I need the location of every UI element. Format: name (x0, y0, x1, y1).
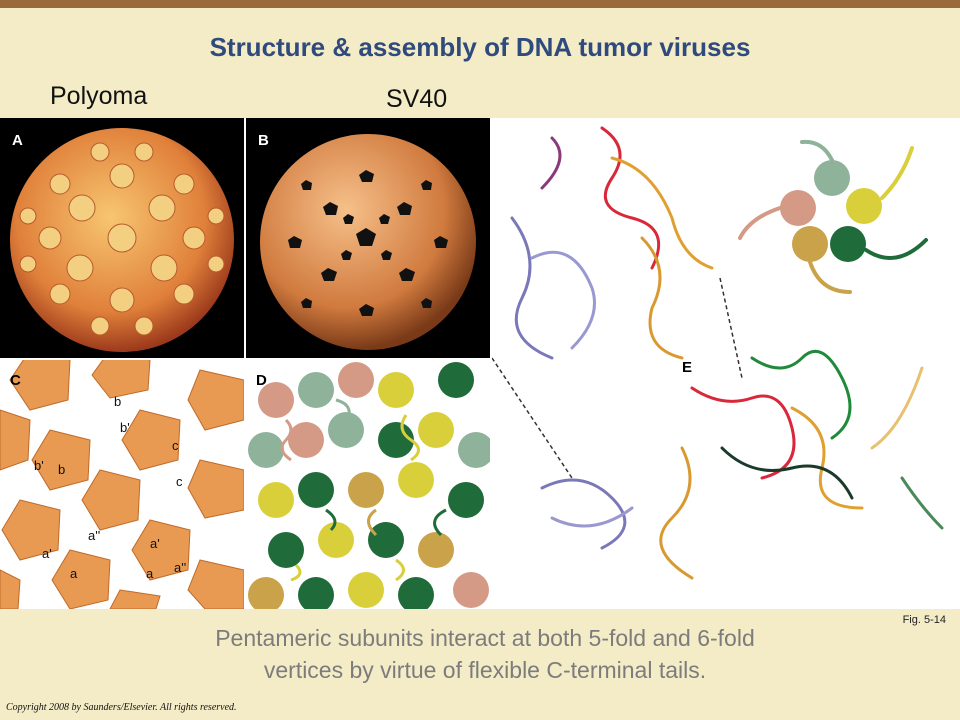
lattice-label: b' (120, 420, 130, 435)
lattice-label: a (70, 566, 78, 581)
pentamer-tail-icon (248, 362, 490, 609)
top-accent-bar (0, 0, 960, 8)
lattice-label: c (172, 438, 179, 453)
panel-d-letter: D (256, 372, 267, 389)
lattice-label: a' (150, 536, 160, 551)
sv40-label: SV40 (386, 85, 448, 113)
figure-reference: Fig. 5-14 (902, 614, 946, 626)
panel-e-letter: E (682, 359, 692, 376)
lattice-label: a'' (88, 528, 100, 543)
slide-caption: Pentameric subunits interact at both 5-f… (0, 622, 960, 686)
capsid-surface-icon (10, 128, 234, 352)
copyright-notice: Copyright 2008 by Saunders/Elsevier. All… (6, 702, 237, 713)
panel-c-letter: C (10, 372, 21, 389)
panel-b: B (246, 118, 490, 358)
panel-b-letter: B (258, 132, 269, 149)
capsid-cutaway-icon (260, 134, 476, 350)
lattice-label: a'' (174, 560, 186, 575)
lattice-label: a' (42, 546, 52, 561)
panel-e: E (492, 118, 960, 609)
lattice-label: b (58, 462, 65, 477)
ribbon-structure-icon: E (492, 126, 944, 580)
figure-composite: A (0, 118, 960, 609)
panel-c: b b' c b' b c a'' a' a' a a a'' C (0, 360, 244, 609)
panel-d: D (246, 360, 490, 609)
slide-title: Structure & assembly of DNA tumor viruse… (209, 32, 751, 62)
caption-line-1: Pentameric subunits interact at both 5-f… (215, 625, 755, 651)
lattice-label: b (114, 394, 121, 409)
caption-line-2: vertices by virtue of flexible C-termina… (263, 657, 707, 683)
lattice-label: c (176, 474, 183, 489)
lattice-label: b' (34, 458, 44, 473)
panel-a-letter: A (12, 132, 23, 149)
polyoma-label: Polyoma (50, 82, 148, 110)
pentamer-lattice-icon: b b' c b' b c a'' a' a' a a a'' (0, 360, 244, 609)
panel-a: A (0, 118, 244, 358)
lattice-label: a (146, 566, 154, 581)
